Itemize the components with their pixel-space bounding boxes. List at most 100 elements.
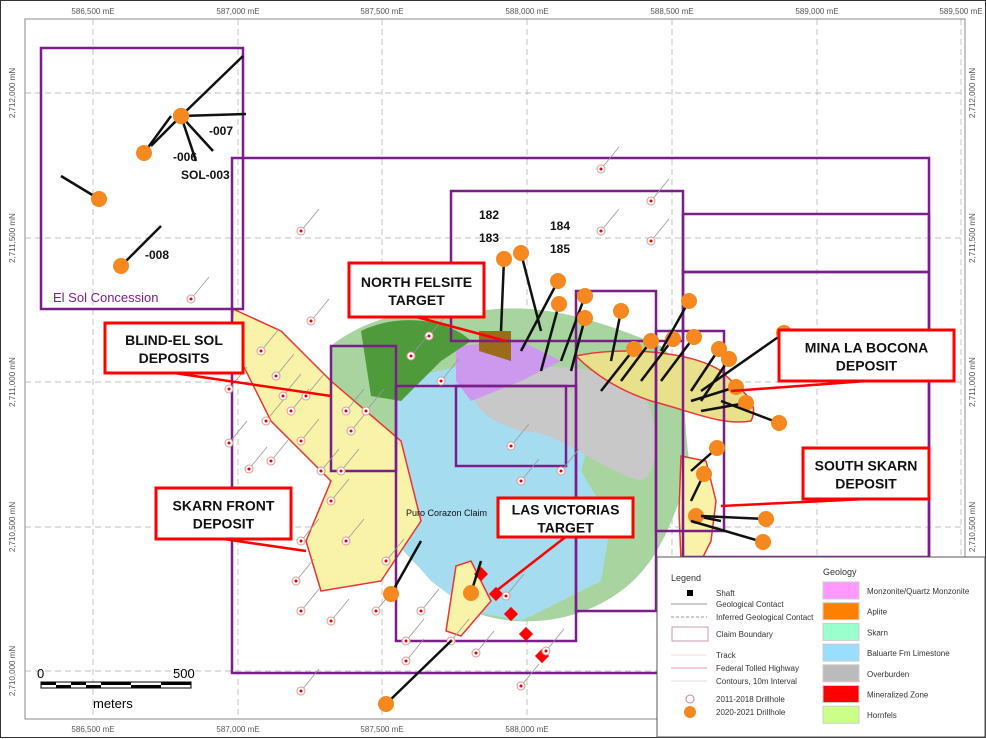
drillhole-label: -006	[173, 150, 197, 164]
scale-start-label: 0	[37, 666, 44, 681]
callout-box: LAS VICTORIAS TARGET	[495, 496, 635, 592]
drillhole-2020-2021	[690, 440, 725, 472]
callout-subtitle: TARGET	[388, 292, 445, 308]
scale-unit-label: meters	[93, 696, 133, 711]
northing-label: 2,712,000 mN	[8, 68, 17, 118]
legend-item-label: Track	[716, 651, 737, 660]
callout-subtitle: TARGET	[537, 520, 594, 536]
drillhole-2011-2018	[261, 398, 285, 426]
drillhole-2011-2018	[296, 668, 320, 696]
drillhole-2020-2021	[60, 174, 107, 207]
drillhole-2011-2018	[291, 558, 315, 586]
drillhole-2011-2018	[361, 388, 385, 416]
drillhole-2020-2021	[519, 273, 566, 352]
legend-title: Legend	[671, 573, 701, 583]
geology-unit-label: Skarn	[867, 628, 888, 637]
legend-item-label: 2011-2018 Drillhole	[716, 695, 785, 704]
callout-title: NORTH FELSITE	[361, 274, 472, 290]
scale-bar: 0 500 meters	[37, 666, 195, 711]
callout-subtitle: DEPOSIT	[193, 516, 255, 532]
geology-unit-label: Monzonite/Quartz Monzonite	[867, 587, 970, 596]
drillhole-2011-2018	[296, 518, 320, 546]
geology-swatch	[822, 602, 860, 621]
drillhole-2011-2018	[296, 418, 320, 446]
geology-title: Geology	[823, 567, 857, 577]
scale-end-label: 500	[173, 666, 195, 681]
callout-box: MINA LA BOCONA DEPOSIT	[730, 328, 956, 393]
northing-label-right: 2,711,000 mN	[968, 357, 977, 407]
claim-boundary-symbol	[671, 626, 709, 642]
drillhole-2011-2018	[381, 538, 405, 566]
geology-swatch	[822, 643, 860, 662]
drillhole-2020-2021	[559, 288, 593, 362]
easting-label-bottom: 586,500 mE	[71, 725, 114, 734]
geology-unit-label: Baluarte Fm Limestone	[867, 649, 950, 658]
easting-label: 586,500 mE	[71, 7, 114, 16]
felsite-zone	[479, 331, 511, 361]
drillhole-2011-2018	[286, 388, 310, 416]
drillhole-2011-2018	[401, 638, 425, 666]
drillhole-2020-2021	[689, 466, 712, 502]
geology-unit-label: Hornfels	[867, 711, 897, 720]
legend-item-label: Federal Tolled Highway	[716, 664, 799, 673]
legend-item-label: Claim Boundary	[716, 630, 773, 639]
drillhole-2011-2018	[296, 208, 320, 236]
drillhole-2020-2021	[136, 115, 173, 161]
legend-item-label: 2020-2021 Drillhole	[716, 708, 786, 717]
northing-label: 2,711,000 mN	[8, 357, 17, 407]
callout-box: NORTH FELSITE TARGET	[347, 261, 507, 343]
el-sol-concession-label: El Sol Concession	[53, 290, 159, 305]
easting-label-bottom: 587,000 mE	[216, 725, 259, 734]
drillhole-2011-2018	[556, 448, 580, 476]
legend-item-label: Geological Contact	[716, 600, 784, 609]
callout-title: MINA LA BOCONA	[805, 340, 928, 356]
drillhole-2020-2021	[700, 511, 774, 527]
drillhole-2020-2021	[620, 333, 659, 382]
old-drillhole-icon	[685, 694, 695, 704]
callout-title: SOUTH SKARN	[815, 458, 918, 474]
drillhole-2011-2018	[506, 423, 530, 451]
claim-boundaries	[39, 46, 931, 675]
drillhole-2011-2018	[271, 353, 295, 381]
easting-label: 589,000 mE	[795, 7, 838, 16]
callout-title: LAS VICTORIAS	[512, 502, 620, 518]
drillhole-2020-2021	[720, 399, 787, 431]
easting-label-bottom: 587,500 mE	[360, 725, 403, 734]
easting-label: 588,500 mE	[650, 7, 693, 16]
geology-swatch	[822, 664, 860, 683]
drillhole-2020-2021	[496, 251, 512, 332]
callout-subtitle: DEPOSITS	[139, 350, 210, 366]
drillhole-2011-2018	[306, 298, 330, 326]
drillhole-2011-2018	[256, 328, 280, 356]
drillhole-2011-2018	[471, 630, 495, 658]
mina-la-bocona-mineralized-zone	[574, 350, 755, 423]
northing-label: 2,710,500 mN	[8, 502, 17, 552]
northing-label-right: 2,712,000 mN	[968, 68, 977, 118]
drillholes-2020-2021	[60, 55, 792, 712]
drillhole-2020-2021	[609, 303, 629, 362]
drillhole-2020-2021	[463, 560, 483, 601]
drillhole-2020-2021	[539, 296, 567, 372]
shaft-icon	[687, 590, 693, 596]
las-victorias-mineralized-markers	[473, 566, 550, 664]
drillhole-2011-2018	[516, 458, 540, 486]
drillhole-2011-2018	[646, 218, 670, 246]
geology-unit-label: Overburden	[867, 670, 909, 679]
drillhole-2011-2018	[296, 588, 320, 616]
drillhole-label: -007	[209, 124, 233, 138]
drillhole-2011-2018	[244, 446, 268, 474]
drillhole-2011-2018	[316, 448, 340, 476]
legend-item-label: Contours, 10m Interval	[716, 677, 797, 686]
drillhole-2011-2018	[416, 588, 440, 616]
drillhole-2011-2018	[326, 598, 350, 626]
drillhole-label: 183	[479, 231, 499, 245]
drillhole-2020-2021	[113, 225, 162, 274]
el-sol-concession-boundary	[39, 46, 245, 311]
drillhole-2020-2021	[150, 108, 189, 147]
callout-subtitle: DEPOSIT	[836, 358, 898, 374]
callout-title: BLIND-EL SOL	[125, 332, 223, 348]
geology-unit-label: Aplite	[867, 608, 888, 617]
